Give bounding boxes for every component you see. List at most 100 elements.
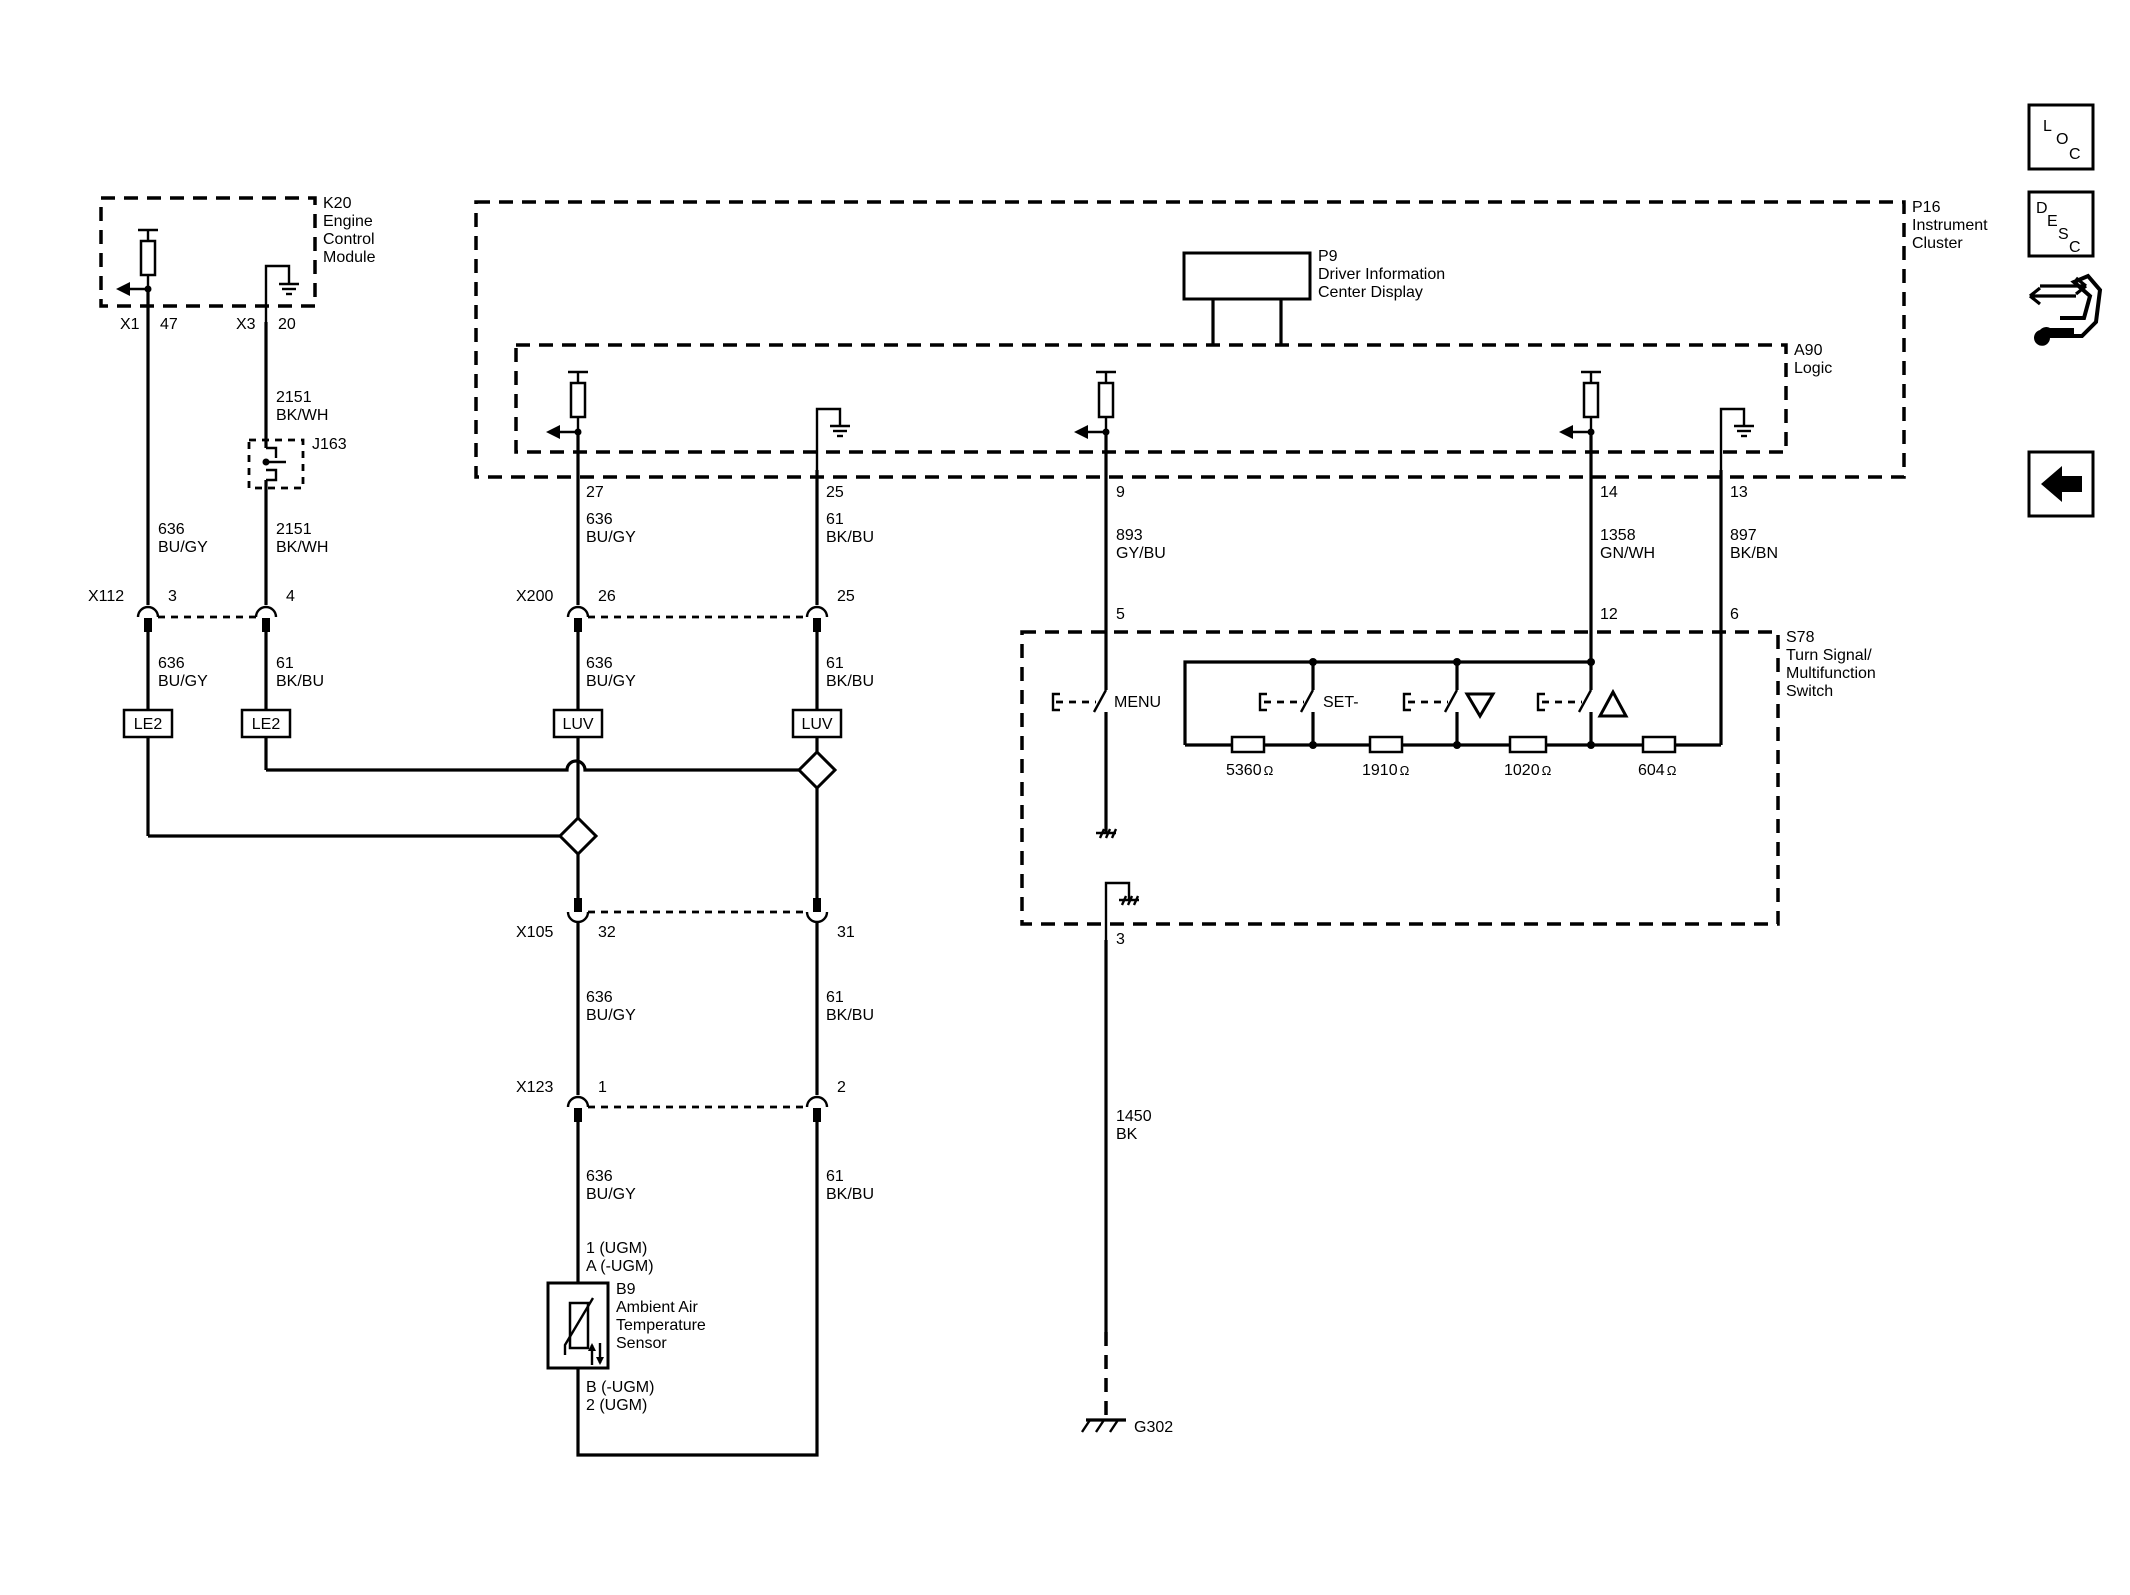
resistor-604 bbox=[1641, 735, 1677, 754]
k20-pullup-resistor-icon bbox=[116, 228, 158, 296]
up-triangle-icon bbox=[1597, 688, 1629, 718]
a90-ground-25-icon bbox=[815, 407, 850, 470]
wire-label: BU/GY bbox=[158, 539, 208, 556]
p16-module-box bbox=[474, 200, 1906, 479]
p16-label: P16 Instrument Cluster bbox=[1912, 199, 1988, 252]
wire-label: 636 bbox=[586, 511, 613, 528]
connector-x123 bbox=[566, 1095, 829, 1122]
set-minus-switch-icon bbox=[1258, 658, 1317, 749]
wire-label: BU/GY bbox=[158, 673, 208, 690]
wire-label: 2151 bbox=[276, 521, 312, 538]
connector-x105-label: X105 bbox=[516, 924, 553, 941]
svg-text:Switch: Switch bbox=[1786, 683, 1833, 700]
g302-ground-icon bbox=[1081, 1418, 1126, 1433]
wire-label: BU/GY bbox=[586, 1007, 636, 1024]
wire-label: 61 bbox=[826, 511, 844, 528]
splice-le2-b: LE2 bbox=[240, 708, 292, 739]
b9-temperature-sensor-icon bbox=[546, 1281, 610, 1370]
svg-text:Ambient Air: Ambient Air bbox=[616, 1299, 698, 1316]
connector-repair-icon[interactable] bbox=[2029, 273, 2103, 346]
pin-label: 13 bbox=[1730, 484, 1748, 501]
wire-label: 636 bbox=[586, 655, 613, 672]
j163-box bbox=[247, 438, 305, 490]
pin-label: 4 bbox=[286, 588, 295, 605]
svg-text:Module: Module bbox=[323, 249, 376, 266]
svg-text:Instrument: Instrument bbox=[1912, 217, 1988, 234]
back-button[interactable] bbox=[2027, 450, 2095, 518]
menu-switch-icon bbox=[1051, 689, 1118, 839]
wire-bus-61 bbox=[266, 759, 800, 772]
wire-label: BK/BU bbox=[826, 673, 874, 690]
wire-label: BU/GY bbox=[586, 529, 636, 546]
svg-text:P16: P16 bbox=[1912, 199, 1941, 216]
svg-text:Sensor: Sensor bbox=[616, 1335, 667, 1352]
a90-label: A90 Logic bbox=[1794, 342, 1832, 377]
pin-label: 3 bbox=[1116, 931, 1125, 948]
wire-label: GY/BU bbox=[1116, 545, 1166, 562]
svg-text:K20: K20 bbox=[323, 195, 352, 212]
pin-label: 25 bbox=[837, 588, 855, 605]
pin-47-label: 47 bbox=[160, 316, 178, 333]
a90-logic-box bbox=[514, 343, 1788, 454]
wire-label: BU/GY bbox=[586, 1186, 636, 1203]
a90-pullup-27-icon bbox=[546, 370, 588, 439]
pin-label: 2 (UGM) bbox=[586, 1397, 647, 1414]
svg-text:E: E bbox=[2047, 213, 2058, 230]
svg-text:LUV: LUV bbox=[562, 716, 593, 733]
wire-label: 61 bbox=[826, 655, 844, 672]
svg-text:Temperature: Temperature bbox=[616, 1317, 706, 1334]
svg-text:Multifunction: Multifunction bbox=[1786, 665, 1876, 682]
wire-label: 1358 bbox=[1600, 527, 1636, 544]
svg-text:Center Display: Center Display bbox=[1318, 284, 1423, 301]
svg-text:P9: P9 bbox=[1318, 248, 1338, 265]
svg-text:C: C bbox=[2069, 239, 2081, 256]
b9-label: B9 Ambient Air Temperature Sensor bbox=[616, 1281, 706, 1352]
wire-label: BK/BU bbox=[826, 1007, 874, 1024]
splice-diamond-636 bbox=[557, 815, 599, 857]
pin-label: 1 (UGM) bbox=[586, 1240, 647, 1257]
wire-b9-return bbox=[576, 1122, 819, 1457]
pin-label: 12 bbox=[1600, 606, 1618, 623]
up-switch-icon bbox=[1536, 658, 1595, 749]
wire-s78-ladder-top bbox=[1183, 660, 1591, 745]
menu-switch-label: MENU bbox=[1114, 694, 1161, 711]
g302-label: G302 bbox=[1134, 1419, 1173, 1436]
wire-label: 897 bbox=[1730, 527, 1757, 544]
pin-label: 31 bbox=[837, 924, 855, 941]
pin-label: 26 bbox=[598, 588, 616, 605]
svg-text:Turn Signal/: Turn Signal/ bbox=[1786, 647, 1872, 664]
splice-luv-b: LUV bbox=[791, 708, 843, 739]
description-view-button[interactable]: D E S C bbox=[2027, 190, 2095, 258]
wire-label: 1450 bbox=[1116, 1108, 1152, 1125]
svg-text:LE2: LE2 bbox=[252, 716, 281, 733]
svg-text:S78: S78 bbox=[1786, 629, 1815, 646]
resistor-1910 bbox=[1368, 735, 1404, 754]
svg-text:Cluster: Cluster bbox=[1912, 235, 1963, 252]
connector-x112-label: X112 bbox=[88, 588, 124, 605]
pin-label: 27 bbox=[586, 484, 604, 501]
wire-label: 2151 bbox=[276, 389, 312, 406]
j163-label: J163 bbox=[312, 436, 347, 453]
svg-text:B9: B9 bbox=[616, 1281, 636, 1298]
svg-text:C: C bbox=[2069, 146, 2081, 163]
connector-x3-label: X3 bbox=[236, 316, 256, 333]
svg-text:Engine: Engine bbox=[323, 213, 373, 230]
connector-x105 bbox=[566, 898, 829, 924]
wire-label: 61 bbox=[276, 655, 294, 672]
pin-label: 25 bbox=[826, 484, 844, 501]
p9-display: P9 Driver Information Center Display bbox=[1182, 248, 1445, 345]
wire-label: 61 bbox=[826, 1168, 844, 1185]
svg-text:LE2: LE2 bbox=[134, 716, 163, 733]
connector-x200 bbox=[566, 605, 829, 632]
wire-label: BK/BU bbox=[826, 529, 874, 546]
pin-label: 1 bbox=[598, 1079, 607, 1096]
location-view-button[interactable]: L O C bbox=[2027, 103, 2095, 171]
wire-label: BK/WH bbox=[276, 407, 328, 424]
a90-pullup-14-icon bbox=[1559, 370, 1601, 439]
wire-label: BK/WH bbox=[276, 539, 328, 556]
wire-label: BU/GY bbox=[586, 673, 636, 690]
svg-text:L: L bbox=[2043, 118, 2052, 135]
